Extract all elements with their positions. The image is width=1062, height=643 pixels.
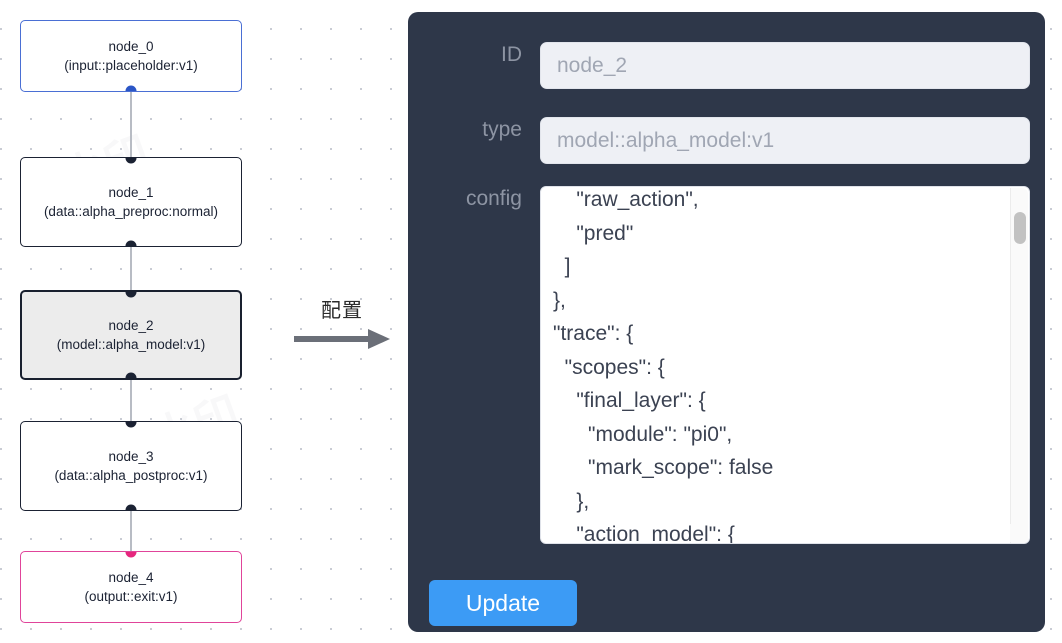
- annotation-config: 配置: [292, 298, 392, 352]
- node-handle-source[interactable]: [125, 85, 137, 91]
- config-label: config: [465, 187, 522, 210]
- edge-node1-node2: [130, 247, 132, 290]
- node-handle-target[interactable]: [125, 158, 137, 164]
- type-label: type: [482, 118, 522, 141]
- edge-node3-node4: [130, 511, 132, 551]
- node-label: node_0(input::placeholder:v1): [64, 39, 198, 73]
- edge-node2-node3: [130, 380, 132, 421]
- edge-node0-node1: [130, 92, 132, 157]
- graph-node-node_0[interactable]: node_0(input::placeholder:v1): [20, 20, 242, 92]
- form-row-config: config "raw_action", "pred" ] }, "trace"…: [428, 186, 1030, 544]
- config-text-content: "raw_action", "pred" ] }, "trace": { "sc…: [553, 188, 774, 544]
- node-handle-target[interactable]: [125, 292, 137, 298]
- node-label: node_2(model::alpha_model:v1): [56, 318, 206, 352]
- graph-node-node_3[interactable]: node_3(data::alpha_postproc:v1): [20, 421, 242, 511]
- config-scrollbar-thumb[interactable]: [1014, 212, 1026, 244]
- id-label: ID: [501, 43, 522, 66]
- arrow-right-icon: [294, 329, 390, 349]
- config-resize-handle[interactable]: [1010, 524, 1028, 542]
- form-row-type: type model::alpha_model:v1: [428, 117, 1030, 164]
- graph-node-node_1[interactable]: node_1(data::alpha_preproc:normal): [20, 157, 242, 247]
- node-handle-target[interactable]: [125, 422, 137, 428]
- node-label: node_3(data::alpha_postproc:v1): [54, 449, 208, 483]
- node-label: node_1(data::alpha_preproc:normal): [43, 185, 219, 219]
- node-handle-source[interactable]: [125, 372, 137, 378]
- node-handle-source[interactable]: [125, 240, 137, 246]
- node-config-panel: ID node_2 type model::alpha_model:v1 con…: [408, 12, 1045, 632]
- form-row-id: ID node_2: [428, 42, 1030, 89]
- config-textarea[interactable]: "raw_action", "pred" ] }, "trace": { "sc…: [540, 186, 1030, 544]
- graph-node-node_2[interactable]: node_2(model::alpha_model:v1): [20, 290, 242, 380]
- type-input[interactable]: model::alpha_model:v1: [540, 117, 1030, 164]
- node-handle-target[interactable]: [125, 552, 137, 558]
- node-handle-source[interactable]: [125, 504, 137, 510]
- node-label: node_4(output::exit:v1): [84, 570, 178, 604]
- annotation-label: 配置: [321, 298, 363, 322]
- update-button[interactable]: Update: [429, 580, 577, 626]
- id-input[interactable]: node_2: [540, 42, 1030, 89]
- graph-node-node_4[interactable]: node_4(output::exit:v1): [20, 551, 242, 623]
- config-scrollbar[interactable]: [1010, 188, 1028, 543]
